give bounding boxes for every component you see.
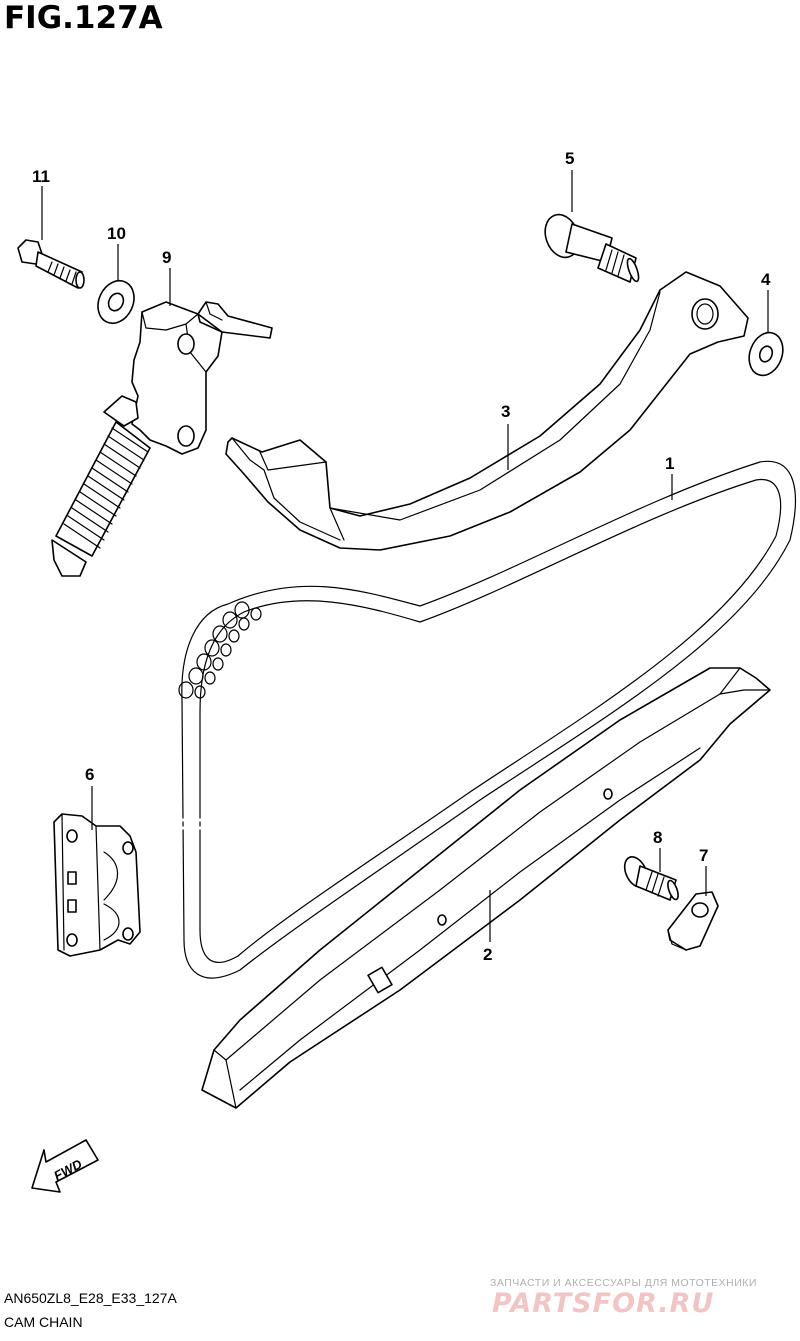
section-name: CAM CHAIN [4,1314,83,1330]
watermark-tagline: ЗАПЧАСТИ И АКСЕССУАРЫ ДЛЯ МОТОТЕХНИКИ [490,1277,757,1289]
part-9-tensioner[interactable] [51,301,273,577]
part-4-washer[interactable] [743,328,788,380]
part-5-bolt[interactable] [539,210,640,283]
callout-2: 2 [483,945,492,964]
callout-7: 7 [699,846,708,865]
callout-10: 10 [107,224,126,243]
watermark-logo: PARTSFOR.RU [492,1288,715,1319]
part-8-screw[interactable] [620,853,680,901]
callout-8: 8 [653,828,662,847]
callout-5: 5 [565,149,574,168]
fwd-arrow-icon: FWD [31,1139,99,1193]
callout-6: 6 [85,765,94,784]
callout-4: 4 [761,270,771,289]
part-2-chain-guide[interactable] [201,667,771,1109]
callout-1: 1 [665,454,674,473]
callout-11: 11 [32,167,50,186]
model-code: AN650ZL8_E28_E33_127A [4,1290,177,1306]
callout-3: 3 [501,402,510,421]
part-10-washer[interactable] [91,275,140,329]
part-3-tensioner-arm[interactable] [225,271,749,551]
callout-9: 9 [162,248,171,267]
part-11-bolt[interactable] [17,239,85,289]
part-6-guide-block[interactable] [53,813,141,957]
figure-title: FIG.127A [4,0,163,36]
part-1-cam-chain[interactable] [176,460,796,979]
part-7-plate[interactable] [667,891,719,951]
